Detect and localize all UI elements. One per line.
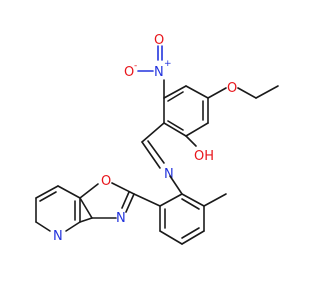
bond [79, 217, 93, 223]
bond [79, 183, 99, 199]
imine-linker: N [141, 122, 183, 195]
nitro-group: N + O O - [124, 33, 172, 99]
imine-n-label: N [164, 167, 174, 182]
bond [121, 191, 130, 209]
molecule-canvas: N + O O - O OH N [35, 33, 279, 245]
bond [141, 141, 161, 169]
ethoxy-group: O [207, 81, 279, 99]
bond [125, 193, 135, 213]
bond [181, 198, 200, 210]
bond [181, 227, 200, 239]
nitro-n-label: N [154, 65, 164, 80]
oxazole-n-label: N [116, 211, 126, 226]
upper-benzene-ring [163, 85, 209, 137]
nitro-o-top-label: O [154, 33, 164, 48]
phenol-oh-label: OH [194, 149, 214, 164]
bond [147, 140, 165, 164]
nitro-o-charge: - [134, 61, 137, 71]
bond [169, 175, 183, 195]
oxazole-ring: O N [79, 174, 135, 226]
bond [167, 120, 184, 131]
bond [185, 135, 197, 147]
bond [141, 122, 165, 143]
phenol-group: OH [185, 135, 214, 164]
bond [181, 230, 205, 245]
bond [159, 230, 183, 245]
bond [35, 221, 51, 232]
bond [181, 193, 205, 207]
methyl-bond [203, 193, 227, 207]
bond [163, 85, 187, 99]
bond [57, 185, 81, 199]
nitro-o-left-label: O [124, 65, 134, 80]
pyridine-ring: N [35, 185, 93, 244]
lower-benzene-ring [159, 193, 227, 245]
bond [185, 85, 209, 99]
bond [255, 85, 279, 99]
bond [65, 221, 81, 232]
bond [237, 87, 257, 99]
bond [159, 193, 183, 207]
nitro-n-charge: + [164, 59, 172, 69]
bond [163, 122, 187, 137]
bond [167, 91, 184, 102]
bond [35, 185, 59, 199]
bond [39, 191, 57, 202]
oxazole-o-label: O [101, 174, 111, 189]
bond [111, 182, 135, 195]
bond [133, 193, 161, 207]
structure-diagram: N + O O - O OH N [35, 33, 279, 245]
pyridine-n-label: N [53, 229, 63, 244]
bond [79, 197, 93, 219]
ether-o-label: O [227, 81, 237, 96]
bond [185, 122, 209, 137]
bond [207, 87, 227, 99]
